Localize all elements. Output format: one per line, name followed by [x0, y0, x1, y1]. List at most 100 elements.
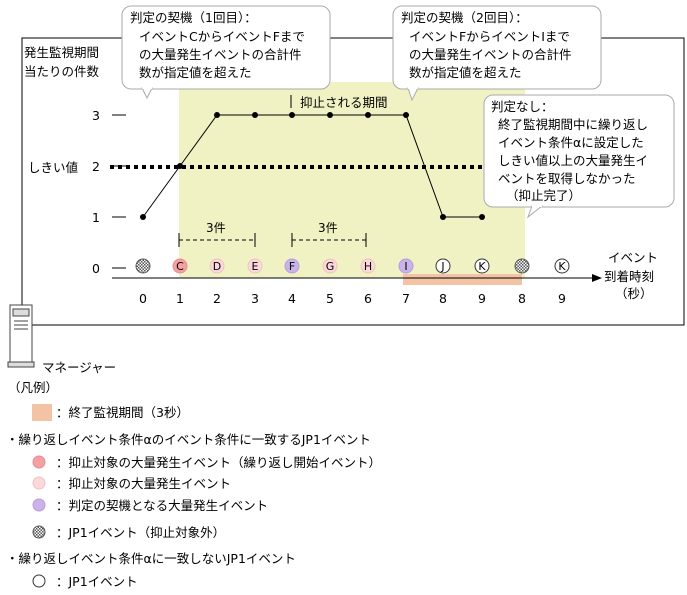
x-tick-label: 8 [439, 291, 447, 306]
legend-end-period-swatch [32, 404, 52, 421]
manager-label: マネージャー [42, 360, 116, 375]
x-tick-label: 5 [326, 291, 334, 306]
event-marker-purple [284, 258, 300, 274]
svg-text:（抑止完了）: （抑止完了） [506, 188, 581, 203]
x-axis-title-line1: イベント [608, 250, 658, 265]
event-marker-hatched [514, 258, 530, 274]
legend-white-marker [32, 574, 46, 588]
x-tick-label: 9 [558, 291, 566, 306]
svg-text:の大量発生イベントの合計件: の大量発生イベントの合計件 [409, 47, 572, 62]
svg-text:数が指定値を超えた: 数が指定値を超えた [409, 65, 522, 80]
legend-purple: ：判定の契機となる大量発生イベント [56, 498, 268, 513]
svg-text:イベント条件αに設定した: イベント条件αに設定した [498, 135, 644, 150]
event-marker-white [474, 258, 490, 274]
suppressed-period-label: 抑止される期間 [300, 95, 388, 110]
legend-red: ：抑止対象の大量発生イベント（繰り返し開始イベント） [56, 455, 381, 470]
event-letter: K [558, 260, 566, 273]
svg-text:終了監視期間中に繰り返し: 終了監視期間中に繰り返し [498, 117, 648, 132]
series-point [327, 112, 333, 118]
series-point [289, 112, 295, 118]
x-tick-label: 1 [176, 291, 184, 306]
series-point [140, 214, 146, 220]
y-tick-label: 3 [92, 108, 100, 123]
series-point [214, 112, 220, 118]
series-point [479, 214, 485, 220]
bracket-1: 3件 [178, 221, 256, 247]
svg-text:判定なし：: 判定なし： [491, 99, 554, 114]
y-tick-label: 1 [92, 210, 100, 225]
legend-purple-marker [32, 498, 46, 512]
event-marker-hatched [135, 258, 151, 274]
x-tick-label: 4 [288, 291, 296, 306]
suppressed-period-band [179, 82, 525, 278]
svg-text:数が指定値を超えた: 数が指定値を超えた [139, 65, 252, 80]
threshold-label: しきい値 [28, 160, 78, 175]
series-point [177, 163, 183, 169]
series-point [365, 112, 371, 118]
y-tick-label: 0 [92, 261, 100, 276]
event-letter: H [364, 260, 372, 273]
legend-pink: ：抑止対象の大量発生イベント [56, 476, 231, 491]
y-tick-label: 2 [92, 159, 100, 174]
event-letter: F [289, 260, 295, 273]
legend-end-period: ：終了監視期間（3秒） [56, 405, 189, 420]
event-letter: I [404, 260, 407, 273]
count-series [140, 112, 485, 220]
x-tick-label: 7 [402, 291, 410, 306]
manager-server-icon [7, 304, 35, 368]
x-tick-label: 9 [478, 291, 486, 306]
legend-hatched-marker [32, 525, 46, 539]
callout-first: 判定の契機（1回目）： イベントCからイベントFまで の大量発生イベントの合計件… [121, 5, 331, 100]
x-tick-label: 6 [364, 291, 372, 306]
x-tick-label: 0 [139, 291, 147, 306]
event-marker-pink [209, 258, 225, 274]
event-letter: E [252, 260, 259, 273]
legend-white: ：JP1イベント [56, 574, 138, 589]
event-letter: C [176, 260, 184, 273]
x-tick-label: 2 [213, 291, 221, 306]
x-tick-label: 3 [251, 291, 259, 306]
legend-hatched: ：JP1イベント（抑止対象外） [56, 525, 225, 540]
bracket-2: 3件 [291, 221, 367, 247]
legend-group1-title: ・繰り返しイベント条件αのイベント条件に一致するJP1イベント [6, 432, 371, 447]
callout-second: 判定の契機（2回目）： イベントFからイベントIまで の大量発生イベントの合計件… [392, 5, 602, 102]
series-point [403, 112, 409, 118]
y-axis-title-line1: 発生監視期間 [24, 45, 99, 60]
event-marker-white [435, 258, 451, 274]
callout-none: 判定なし： 終了監視期間中に繰り返し イベント条件αに設定した しきい値以上の大… [483, 94, 675, 219]
svg-text:判定の契機（1回目）：: 判定の契機（1回目）： [130, 10, 257, 25]
event-marker-pink [322, 258, 338, 274]
series-point [252, 112, 258, 118]
event-letter: J [440, 260, 444, 273]
svg-text:判定の契機（2回目）：: 判定の契機（2回目）： [401, 10, 528, 25]
event-marker-pink [247, 258, 263, 274]
x-tick-label: 8 [518, 291, 526, 306]
event-letter: D [213, 260, 221, 273]
legend-red-marker [32, 455, 46, 469]
bracket-2-label: 3件 [318, 221, 338, 235]
svg-text:ベントを取得しなかった: ベントを取得しなかった [498, 171, 636, 186]
x-axis-title-line3: （秒） [615, 286, 653, 301]
svg-text:しきい値以上の大量発生イ: しきい値以上の大量発生イ [498, 153, 648, 168]
legend: （凡例） ：終了監視期間（3秒） ・繰り返しイベント条件αのイベント条件に一致す… [6, 380, 381, 589]
series-point [440, 214, 446, 220]
svg-text:イベントFからイベントIまで: イベントFからイベントIまで [409, 29, 570, 44]
legend-pink-marker [32, 476, 46, 490]
event-marker-red [172, 258, 188, 274]
event-letter: K [478, 260, 486, 273]
end-period-band [403, 274, 522, 285]
series-line-path [142, 114, 482, 218]
legend-group2-title: ・繰り返しイベント条件αに一致しないJP1イベント [6, 551, 296, 566]
bracket-1-label: 3件 [206, 221, 226, 235]
event-marker-pink [360, 258, 376, 274]
x-axis-title-line2: 到着時刻 [604, 269, 654, 284]
event-letter: G [326, 260, 335, 273]
event-marker-white [554, 258, 570, 274]
event-marker-purple [398, 258, 414, 274]
svg-text:イベントCからイベントFまで: イベントCからイベントFまで [139, 29, 305, 44]
svg-text:の大量発生イベントの合計件: の大量発生イベントの合計件 [139, 47, 302, 62]
x-axis-ticks: 0 1 2 3 4 5 6 7 8 9 8 9 [139, 291, 566, 306]
legend-title: （凡例） [8, 380, 58, 395]
x-axis-arrow [592, 274, 602, 282]
